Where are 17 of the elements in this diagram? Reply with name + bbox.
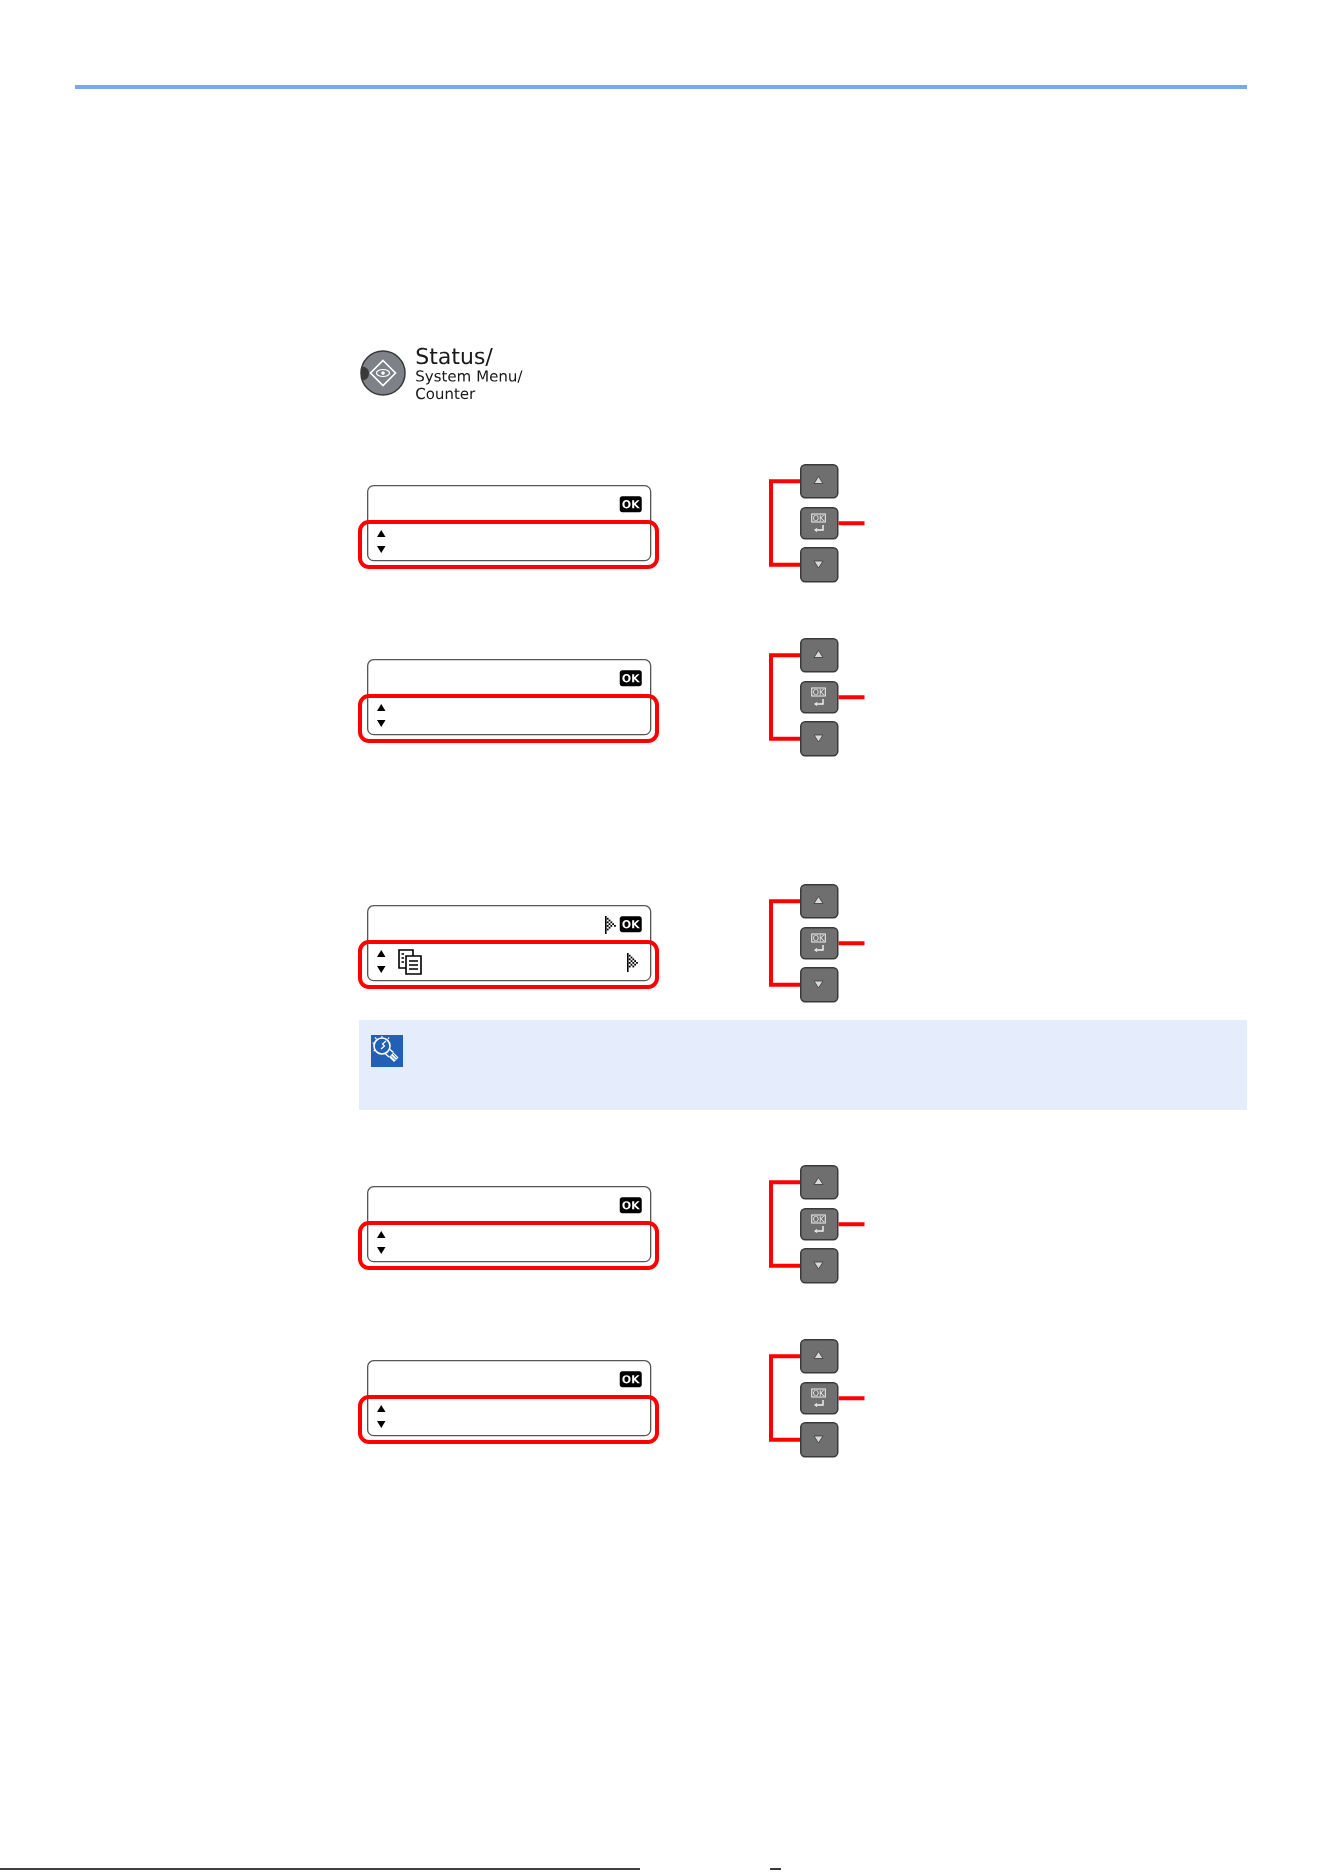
ok-badge: OK	[619, 1371, 642, 1388]
leader-line	[838, 941, 865, 946]
leader-line	[838, 695, 865, 700]
ok-key: OK	[800, 1382, 839, 1415]
leader-line	[838, 1222, 865, 1227]
ok-badge: OK	[619, 1197, 642, 1214]
ok-badge: OK	[619, 916, 642, 933]
ok-key: OK	[800, 1208, 839, 1241]
key-label: Status/	[416, 347, 493, 367]
ok-key: OK	[800, 681, 839, 714]
ok-badge: OK	[619, 670, 642, 687]
leader-line	[838, 521, 865, 526]
ok-key: OK	[800, 507, 839, 540]
ok-key: OK	[800, 927, 839, 960]
ok-badge: OK	[619, 496, 642, 513]
key-label: System Menu/ Counter	[416, 370, 523, 400]
leader-line	[838, 1396, 865, 1401]
